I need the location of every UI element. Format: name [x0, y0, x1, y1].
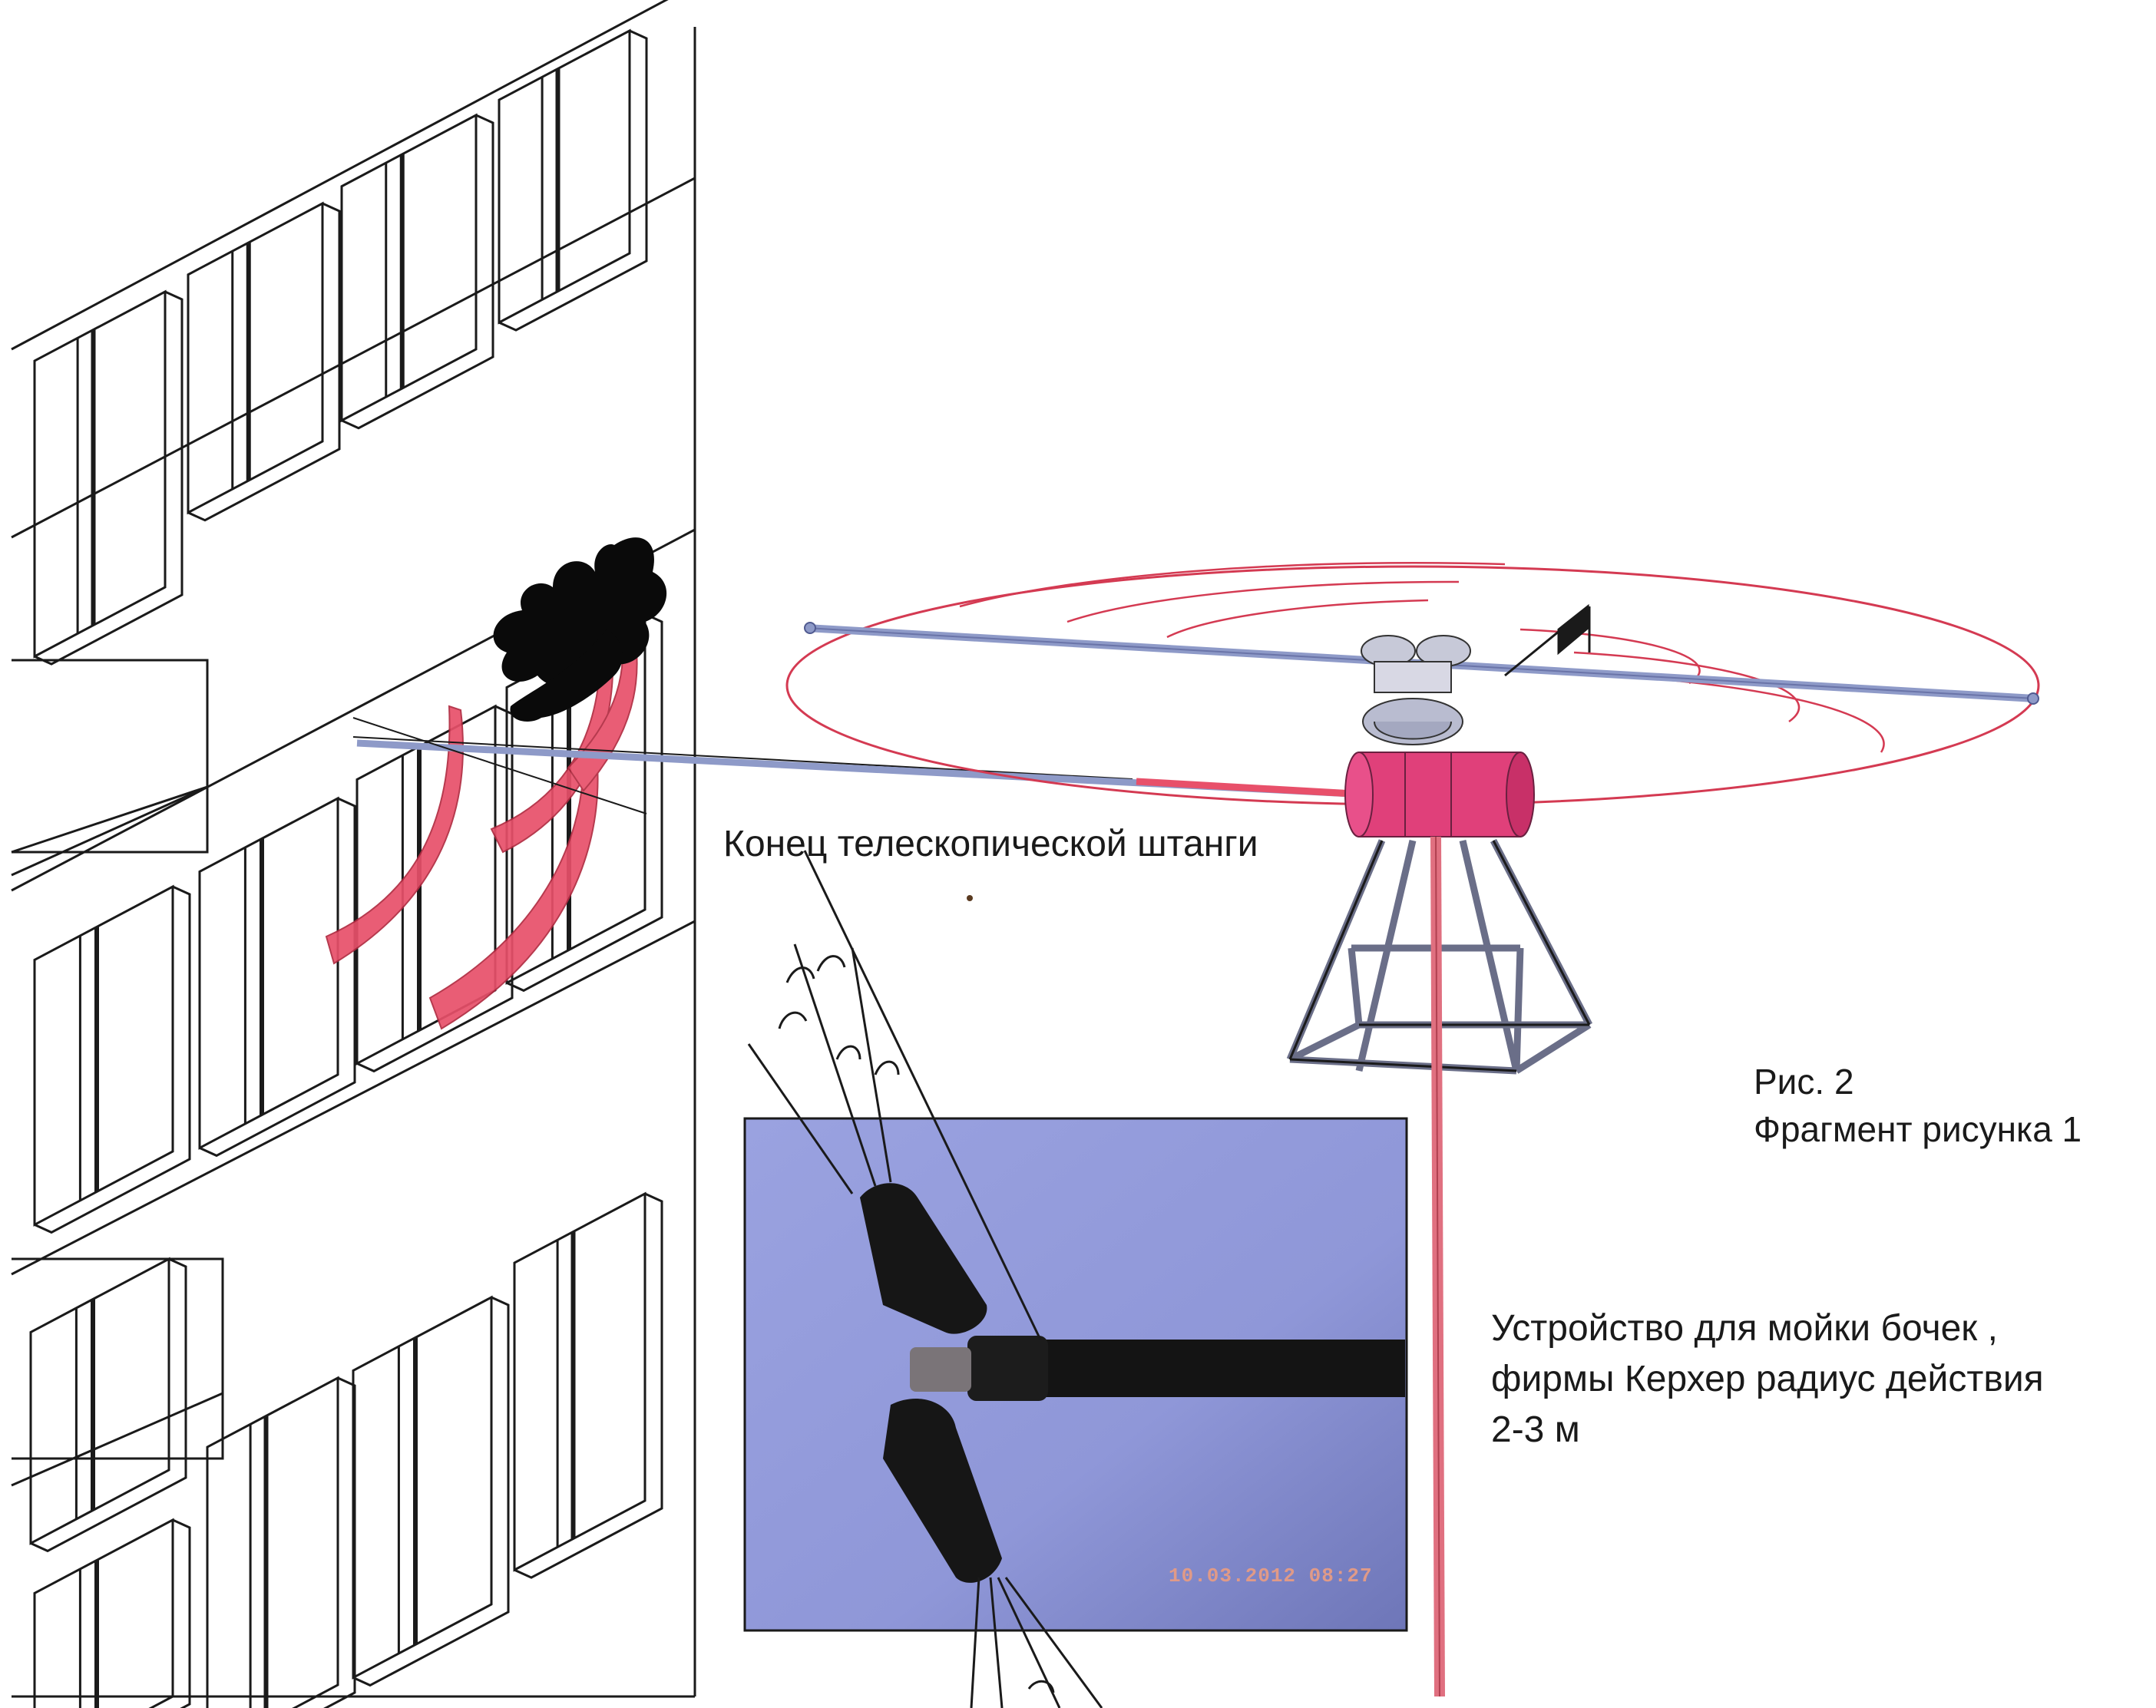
balcony-upper [11, 659, 209, 877]
window-reveal [514, 1192, 663, 1579]
building-facade [11, 0, 696, 1698]
rod-end-label: Конец телескопической штанги [723, 824, 1258, 864]
window-reveal [352, 1296, 510, 1687]
window-reveal [506, 613, 663, 993]
photo-nozzle-upper [860, 1183, 987, 1334]
window-reveal [34, 290, 184, 666]
window-frame [352, 1295, 493, 1680]
device-description: Устройство для мойки бочек , фирмы Керхе… [1491, 1303, 2044, 1455]
photo-hose [1040, 1340, 1405, 1397]
building-windows [29, 28, 663, 1708]
window-reveal [323, 1376, 356, 1708]
speck [967, 895, 973, 901]
window-frame [33, 289, 167, 659]
water-hose [1430, 836, 1445, 1697]
window-frame [198, 796, 339, 1150]
window-reveal [199, 797, 356, 1158]
window-frame [498, 28, 631, 325]
support-frame-dark [1288, 840, 1591, 1072]
window-reveal [34, 885, 191, 1234]
window-frame [206, 1376, 339, 1708]
device-line-3: 2-3 м [1491, 1409, 1580, 1450]
window-frame [33, 884, 174, 1227]
rod-label-leader [352, 717, 647, 814]
figure-caption: Рис. 2 Фрагмент рисунка 1 [1754, 1058, 2082, 1153]
window-reveal [172, 1518, 191, 1708]
window-reveal [30, 1257, 187, 1553]
window-frame [513, 1191, 646, 1572]
window-frame [29, 1257, 170, 1545]
window-reveal [341, 114, 494, 430]
spray-arc-1 [325, 705, 464, 965]
figure-subtitle: Фрагмент рисунка 1 [1754, 1109, 2082, 1149]
device-line-2: фирмы Керхер радиус действия [1491, 1359, 2044, 1399]
window-frame [33, 1518, 174, 1708]
nozzle-jets [747, 850, 1103, 1708]
window-reveal [187, 202, 341, 522]
photo-fitting [910, 1347, 971, 1392]
mount-bracket [1504, 603, 1591, 677]
dirt-spot [493, 537, 667, 722]
telescopic-rod [352, 736, 1367, 798]
sprayer-head [1361, 635, 1471, 745]
window-frame [355, 704, 497, 1065]
figure-number: Рис. 2 [1754, 1062, 1854, 1102]
balcony-lower [11, 1257, 224, 1487]
window-reveal [498, 29, 648, 332]
window-frame [187, 201, 324, 515]
photo-timestamp: 10.03.2012 08:27 [1169, 1564, 1373, 1587]
device-line-1: Устройство для мойки бочек , [1491, 1308, 1998, 1349]
photo-nozzle-lower [883, 1398, 1002, 1583]
window-reveal [356, 705, 514, 1073]
nozzle-photo [743, 1117, 1408, 1632]
photo-coupling [967, 1336, 1048, 1401]
window-frame [340, 113, 478, 423]
hub-cylinder [1344, 752, 1535, 837]
